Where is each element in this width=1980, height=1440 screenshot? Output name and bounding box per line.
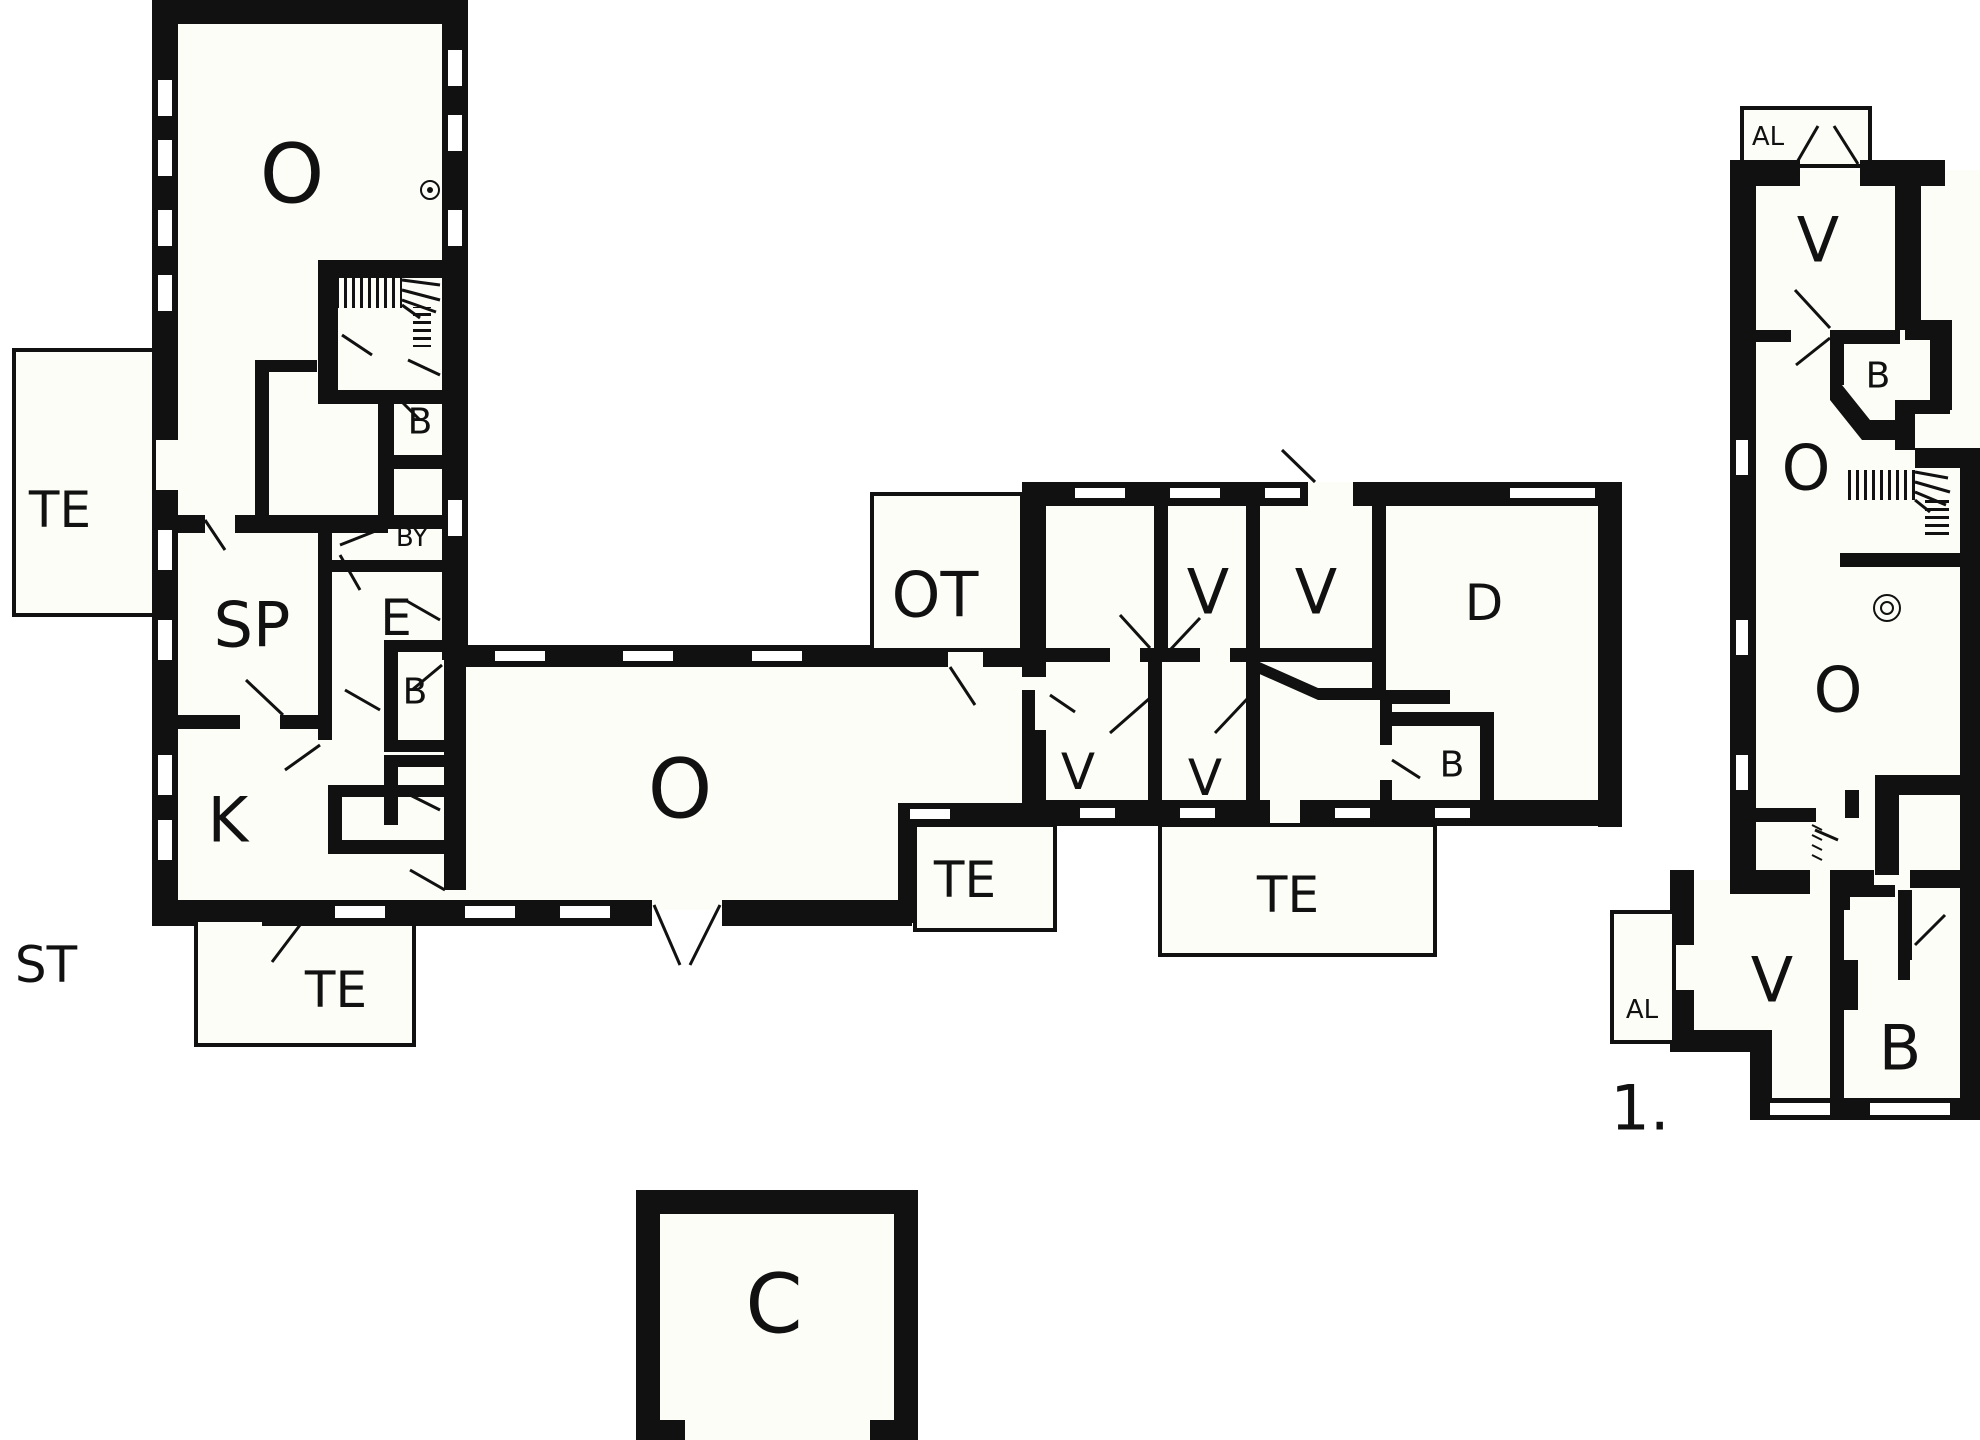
label-west-b: B [408,402,433,443]
west-wing [117,0,468,926]
label-d: D [1465,574,1504,632]
label-west-by: BY [396,523,428,553]
label-west-te: TE [28,481,91,539]
label-east-al-top: AL [1752,122,1785,152]
label-west-b2: B [403,672,428,713]
label-west-k: K [208,784,250,857]
label-te-mid1: TE [933,851,996,909]
building-c [636,1190,918,1440]
label-te-mid2: TE [1256,866,1319,924]
label-west-o: O [260,128,325,223]
label-south-te: TE [304,961,367,1019]
east-central-block [1022,448,1622,859]
terrace-mid-2 [1158,823,1437,957]
label-east-v-bot: V [1751,944,1793,1017]
label-site: ST [15,936,78,994]
label-b-mid: B [1440,745,1465,786]
label-east-b-bot: B [1879,1012,1922,1085]
label-ot: OT [892,559,980,632]
label-west-e: E [380,589,412,647]
label-c: C [745,1258,802,1353]
terrace-south [194,918,416,1047]
label-east-al-bot: AL [1626,995,1659,1025]
terrace-mid-1 [913,823,1057,932]
label-east-b-top: B [1866,356,1891,397]
room-labels: O TE B BY SP E B K TE ST O OT V V V V D … [15,122,1921,1353]
east-house [1634,106,1980,1120]
label-v-lower1: V [1061,743,1095,801]
label-v-lower2: V [1188,749,1222,807]
label-west-sp: SP [214,589,291,662]
label-east-o-top: O [1782,432,1831,505]
east-al-bottom [1610,910,1676,1044]
label-east-v-top: V [1797,204,1839,277]
label-level: 1. [1610,1072,1669,1145]
label-v-upper1: V [1187,556,1229,629]
terrace-west [12,348,156,617]
room-ot [870,492,1024,652]
label-v-upper2: V [1295,556,1337,629]
label-hall-o: O [648,743,713,838]
central-hall [262,645,1035,966]
label-east-o-mid: O [1814,654,1863,727]
